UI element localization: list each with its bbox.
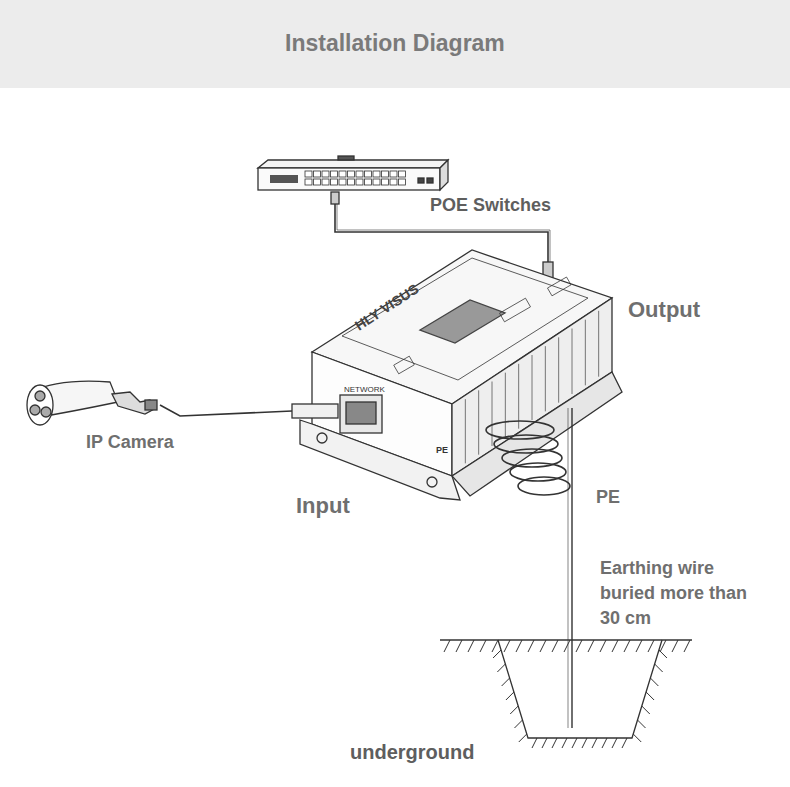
port-label: Input [296,493,350,519]
port-label: Output [628,297,700,323]
wire-label: PE [596,487,620,509]
earth-trench [440,640,692,748]
terminal-marking: PE [436,445,448,456]
pe-wire [571,408,572,728]
ground-label: underground [350,740,474,764]
title: Installation Diagram [285,30,505,58]
camera-cable [160,404,338,418]
network-cable [331,192,553,278]
pe-wire [568,408,569,728]
poe-switch [258,156,448,190]
surge-protector [300,250,622,500]
earthing-coil [486,421,570,495]
device-label: POE Switches [430,195,551,217]
device-label: IP Camera [86,432,174,454]
note: Earthing wire buried more than 30 cm [600,556,750,631]
ip-camera [27,381,157,425]
port-marking: NETWORK [344,385,385,395]
